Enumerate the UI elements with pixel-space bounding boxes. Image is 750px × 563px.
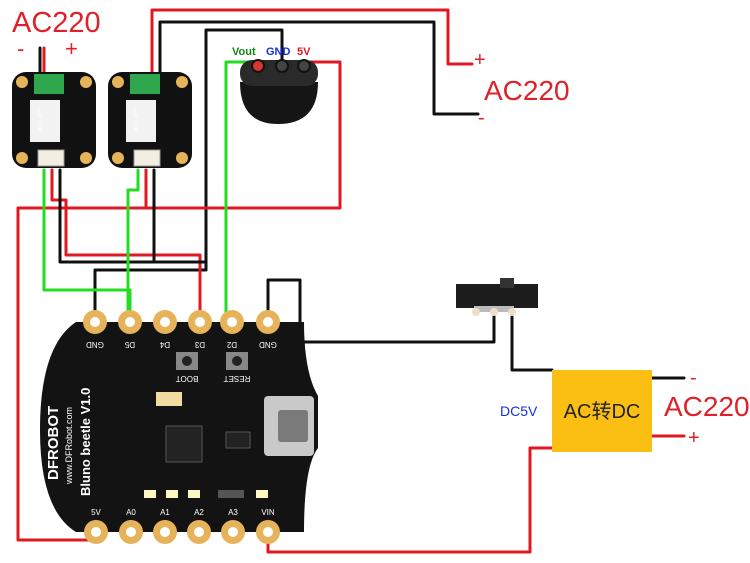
- relay1-chip-label: JQC-3FF: [38, 107, 44, 132]
- wire-sensor-gnd: [93, 28, 284, 320]
- sensor-vout-label: Vout: [232, 46, 256, 58]
- plus-label-top-left: +: [65, 36, 78, 61]
- relay1-terminal-block: [34, 74, 64, 94]
- pin-label-gnd-right: GND: [259, 340, 277, 349]
- sensor-dome: [240, 82, 318, 124]
- relay2-terminal-block: [130, 74, 160, 94]
- dc5v-label: DC5V: [500, 403, 538, 419]
- pin-label-a2: A2: [194, 508, 204, 517]
- pin-label-d4: D4: [159, 340, 170, 349]
- converter-label: AC转DC: [564, 400, 641, 423]
- ac-dc-converter: AC转DC: [552, 370, 652, 452]
- switch-body: [456, 284, 538, 308]
- wire-5v-loop: [16, 60, 342, 542]
- relay2-connector: [133, 149, 161, 167]
- bluno-beetle-board: GND D5 D4 D3 D2 GND BOOT RESET DFROBOT w…: [40, 310, 318, 544]
- plus-label-right-bottom: +: [688, 427, 700, 449]
- relay2-chip-label: JQC-3FF: [134, 107, 140, 132]
- wire-gnd-switch: [266, 278, 496, 344]
- relay1-mount-hole: [16, 76, 28, 88]
- board-site: www.DFRobot.com: [64, 407, 74, 485]
- board-name: Bluno beetle V1.0: [78, 388, 93, 496]
- relay2-relay-body: [126, 100, 156, 142]
- relay-module-1: JQC-3FF: [12, 72, 96, 168]
- wire-vin-converter: [266, 446, 554, 554]
- minus-label-top-left: -: [17, 36, 24, 61]
- pin-label-vin: VIN: [261, 508, 275, 517]
- pin-label-a1: A1: [160, 508, 170, 517]
- boot-label: BOOT: [176, 374, 199, 383]
- relay-module-2: JQC-3FF: [108, 72, 192, 168]
- minus-label-right-bottom: -: [690, 367, 697, 389]
- pin-label-5v: 5V: [91, 508, 101, 517]
- ac220-label-right-bottom: AC220: [664, 391, 750, 422]
- led-l: [256, 490, 268, 498]
- pin-label-d2: D2: [226, 340, 237, 349]
- wire-relay2-signal: [126, 168, 140, 320]
- slide-switch: [456, 278, 538, 316]
- relay1-connector: [37, 149, 65, 167]
- ac220-label-right-top: AC220: [484, 75, 570, 106]
- pin-label-d3: D3: [194, 340, 205, 349]
- board-brand: DFROBOT: [45, 406, 62, 480]
- regulator-chip: [225, 431, 251, 449]
- pin-label-gnd-left: GND: [86, 340, 104, 349]
- led-pwr: [166, 490, 178, 498]
- wire-ac-right-plus: [150, 8, 474, 74]
- wire-ac-right-minus: [158, 20, 480, 116]
- pin-label-a3: A3: [228, 508, 238, 517]
- mcu-chip: [165, 425, 203, 463]
- sensor-module: Vout GND 5V: [232, 46, 318, 124]
- minus-label-right-top: -: [478, 107, 485, 129]
- wire-relay1-vcc: [50, 168, 202, 320]
- led-rx: [218, 490, 244, 498]
- wire-switch-converter: [510, 310, 554, 372]
- switch-knob: [500, 278, 514, 288]
- sensor-gnd-label: GND: [266, 46, 291, 58]
- led-tx: [188, 490, 200, 498]
- bottom-pin-pads: [84, 520, 280, 544]
- pin-label-a0: A0: [126, 508, 136, 517]
- top-pin-pads: [83, 310, 280, 334]
- relay1-relay-body: [30, 100, 60, 142]
- sensor-5v-label: 5V: [297, 46, 311, 58]
- wire-relay1-signal: [42, 168, 132, 320]
- reset-label: RESET: [224, 374, 251, 383]
- wire-relay1-gnd: [58, 168, 208, 264]
- plus-label-right-top: +: [474, 49, 486, 71]
- wires: [16, 8, 686, 554]
- crystal: [156, 392, 182, 406]
- led-link: [144, 490, 156, 498]
- pin-label-d5: D5: [124, 340, 135, 349]
- ac220-label-top-left: AC220: [12, 7, 101, 39]
- converter-box: [552, 370, 652, 452]
